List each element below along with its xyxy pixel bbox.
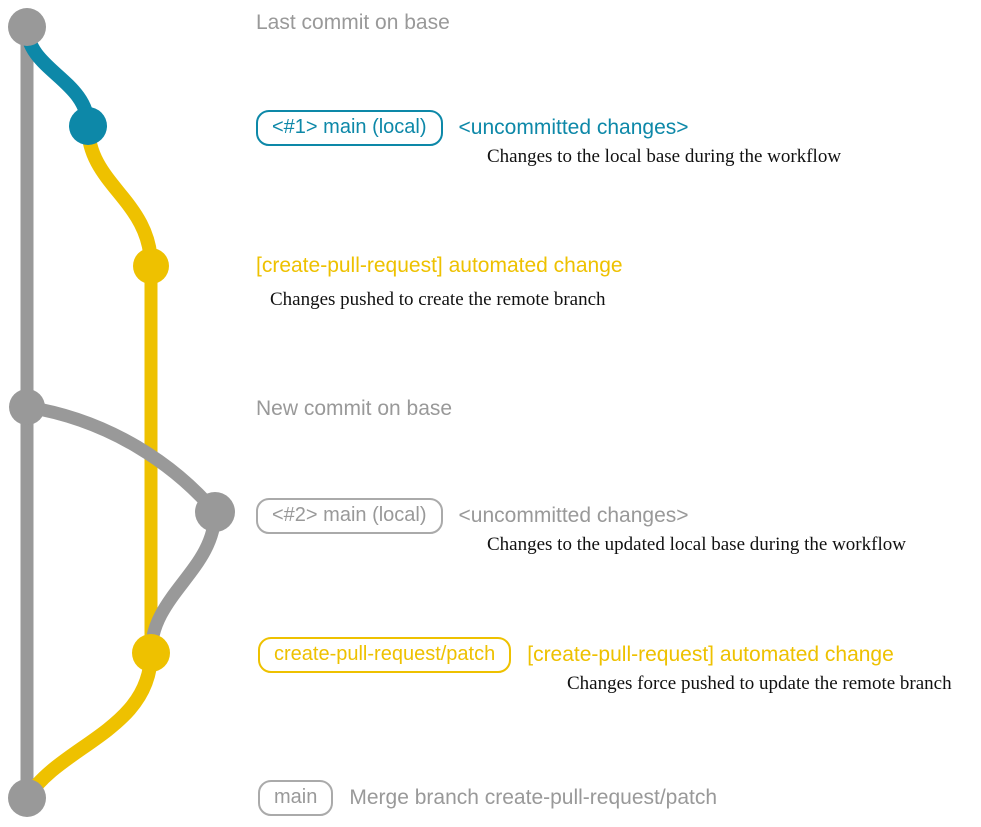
commit-row-patch-commit-1: [create-pull-request] automated change (256, 254, 623, 278)
commit-row-merge-commit: main Merge branch create-pull-request/pa… (258, 780, 717, 816)
commit-node-local-1[interactable] (69, 107, 107, 145)
commit-row-new-commit-on-base: New commit on base (256, 397, 452, 421)
commit-subject: [create-pull-request] automated change (527, 643, 894, 666)
ref-badge-create-pull-request-patch[interactable]: create-pull-request/patch (258, 637, 512, 673)
edge-local1-to-patch1 (81, 119, 158, 273)
commit-subject: Last commit on base (256, 11, 450, 34)
commit-subject: <uncommitted changes> (458, 116, 689, 139)
edge-base-to-local1 (20, 20, 95, 133)
edge-local2-to-patch2 (144, 505, 222, 660)
commit-node-base-new[interactable] (9, 389, 45, 425)
commit-node-patch-1[interactable] (133, 248, 169, 284)
edge-patch2-to-merge (20, 646, 158, 805)
edge-basenew-to-local2 (20, 400, 222, 519)
commit-row-patch-commit-2: create-pull-request/patch [create-pull-r… (258, 637, 894, 673)
commit-subject: [create-pull-request] automated change (256, 254, 623, 277)
commit-body-local-commit-2: Changes to the updated local base during… (487, 534, 906, 555)
commit-node-patch-2[interactable] (132, 634, 170, 672)
commit-body-patch-commit-2: Changes force pushed to update the remot… (567, 673, 952, 694)
ref-badge-main[interactable]: main (258, 780, 334, 816)
commit-node-base-merge[interactable] (8, 779, 46, 817)
commit-subject: Merge branch create-pull-request/patch (349, 786, 718, 809)
commit-body-patch-commit-1: Changes pushed to create the remote bran… (270, 289, 606, 310)
ref-badge-main-local-2[interactable]: <#2> main (local) (256, 498, 443, 534)
commit-node-base-last[interactable] (8, 8, 46, 46)
ref-badge-main-local-1[interactable]: <#1> main (local) (256, 110, 443, 146)
commit-subject: New commit on base (256, 397, 453, 420)
commit-row-local-commit-1: <#1> main (local) <uncommitted changes> (256, 110, 689, 146)
commit-subject: <uncommitted changes> (458, 504, 689, 527)
commit-row-last-commit-on-base: Last commit on base (256, 11, 450, 35)
commit-body-local-commit-1: Changes to the local base during the wor… (487, 146, 842, 167)
commit-row-local-commit-2: <#2> main (local) <uncommitted changes> (256, 498, 689, 534)
commit-node-local-2[interactable] (195, 492, 235, 532)
